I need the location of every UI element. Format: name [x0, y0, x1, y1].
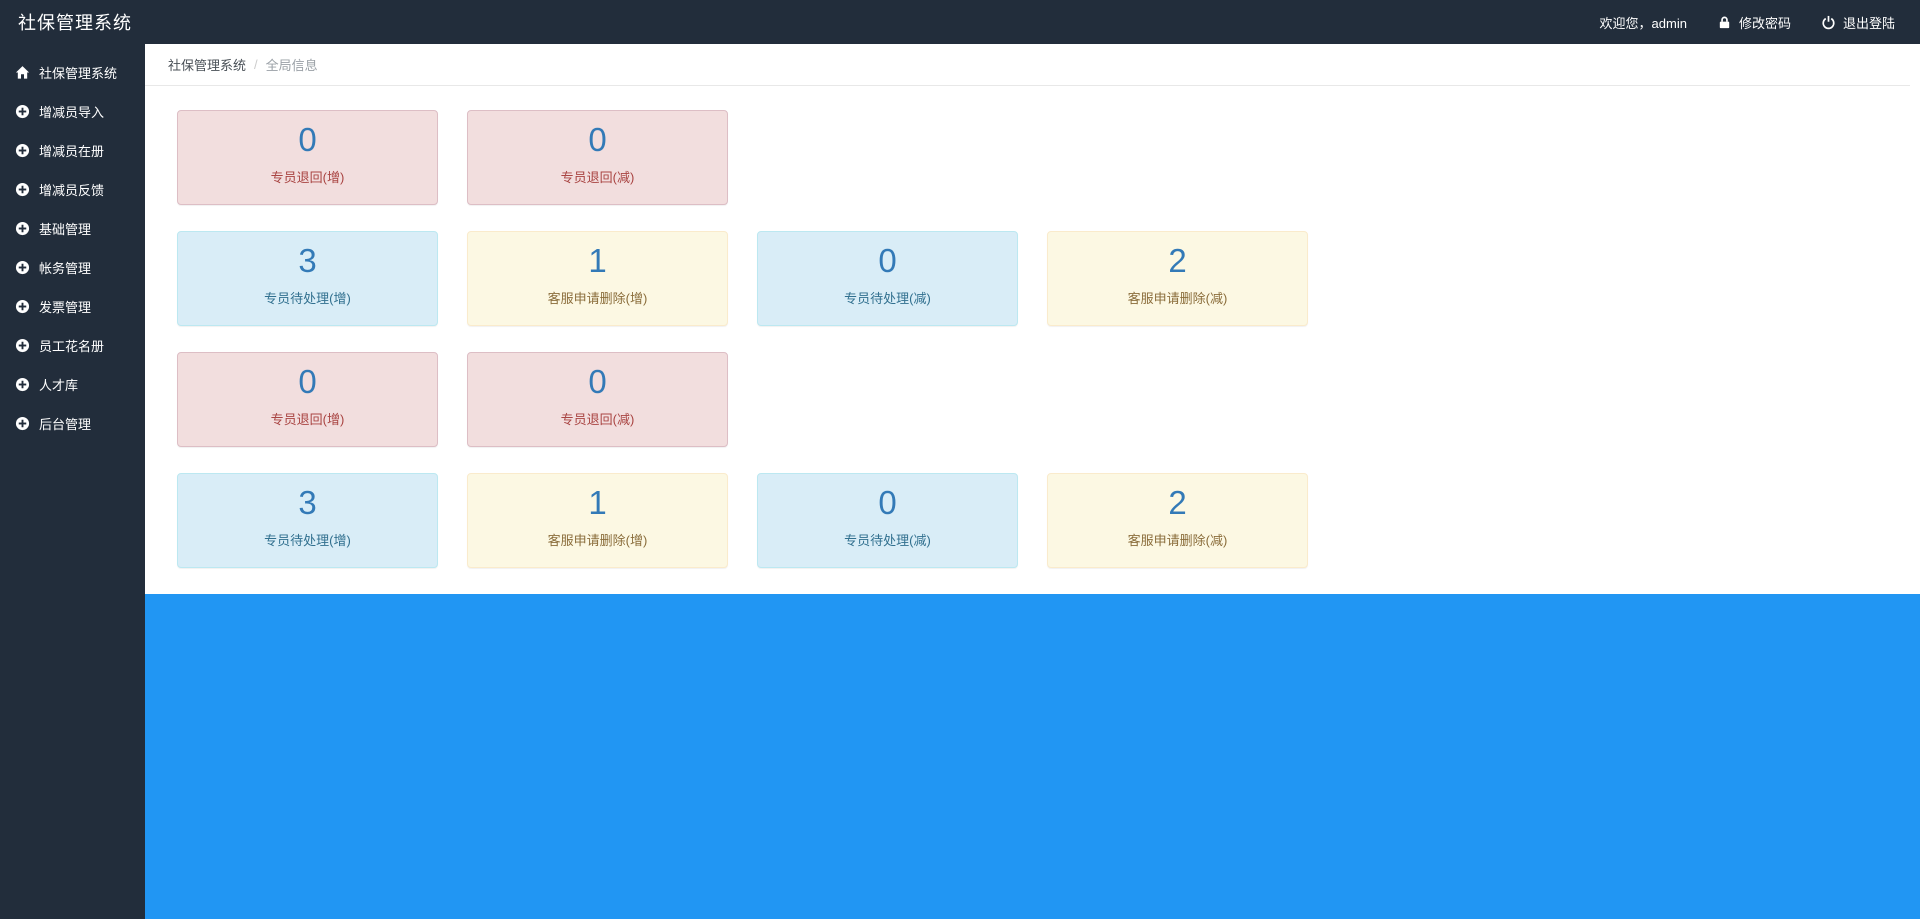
- breadcrumb: 社保管理系统 / 全局信息: [145, 44, 1910, 86]
- sidebar-item-label: 社保管理系统: [39, 66, 118, 81]
- stat-card-returned-add[interactable]: 0 专员退回(增): [177, 110, 438, 205]
- sidebar-item-label: 发票管理: [39, 300, 92, 315]
- stat-label: 专员待处理(减): [844, 290, 931, 306]
- sidebar-item-invoice[interactable]: 发票管理: [0, 287, 145, 326]
- stat-value: 2: [1168, 484, 1187, 521]
- plus-circle-icon: [15, 260, 30, 275]
- stat-label: 客服申请删除(减): [1127, 290, 1228, 306]
- lock-icon: [1717, 15, 1732, 30]
- sidebar-item-home[interactable]: 社保管理系统: [0, 53, 145, 92]
- stat-card-returned-remove[interactable]: 0 专员退回(减): [467, 110, 728, 205]
- sidebar-item-label: 增减员导入: [39, 105, 105, 120]
- stat-card-pending-remove[interactable]: 0 专员待处理(减): [757, 231, 1018, 326]
- plus-circle-icon: [15, 416, 30, 431]
- plus-circle-icon: [15, 338, 30, 353]
- stat-value: 0: [298, 363, 317, 400]
- stat-value: 1: [588, 242, 607, 279]
- navbar-right: 欢迎您，admin 修改密码 退出登陆: [1600, 13, 1920, 32]
- stat-card-returned-add[interactable]: 0 专员退回(增): [177, 352, 438, 447]
- plus-circle-icon: [15, 299, 30, 314]
- sidebar-item-label: 基础管理: [39, 222, 92, 237]
- stats-row: 3 专员待处理(增) 1 客服申请删除(增) 0 专员待处理(减) 2 客服申请…: [177, 473, 1920, 568]
- stat-card-delete-request-add[interactable]: 1 客服申请删除(增): [467, 231, 728, 326]
- stat-card-delete-request-remove[interactable]: 2 客服申请删除(减): [1047, 231, 1308, 326]
- top-navbar: 社保管理系统 欢迎您，admin 修改密码 退出登陆: [0, 0, 1920, 44]
- stat-value: 0: [298, 121, 317, 158]
- stat-value: 2: [1168, 242, 1187, 279]
- sidebar-item-label: 后台管理: [39, 417, 92, 432]
- stats-row: 0 专员退回(增) 0 专员退回(减): [177, 352, 1920, 447]
- sidebar-item-label: 人才库: [39, 378, 79, 393]
- power-icon: [1821, 15, 1836, 30]
- sidebar-item-basic-mgmt[interactable]: 基础管理: [0, 209, 145, 248]
- logout-button[interactable]: 退出登陆: [1821, 13, 1895, 32]
- stat-card-pending-add[interactable]: 3 专员待处理(增): [177, 231, 438, 326]
- home-icon: [15, 65, 30, 80]
- stat-value: 0: [878, 242, 897, 279]
- breadcrumb-separator: /: [254, 57, 258, 72]
- sidebar-item-label: 增减员反馈: [39, 183, 105, 198]
- change-password-label: 修改密码: [1738, 15, 1791, 31]
- sidebar: 社保管理系统 增减员导入 增减员在册 增减员反馈 基础管理: [0, 44, 145, 919]
- plus-circle-icon: [15, 104, 30, 119]
- stat-card-pending-add[interactable]: 3 专员待处理(增): [177, 473, 438, 568]
- stat-label: 客服申请删除(减): [1127, 532, 1228, 548]
- sidebar-item-label: 帐务管理: [39, 261, 92, 276]
- stats-row: 3 专员待处理(增) 1 客服申请删除(增) 0 专员待处理(减) 2 客服申请…: [177, 231, 1920, 326]
- welcome-text: 欢迎您，admin: [1599, 15, 1687, 31]
- sidebar-item-employee-list[interactable]: 员工花名册: [0, 326, 145, 365]
- stat-label: 专员待处理(减): [844, 532, 931, 548]
- stat-value: 3: [298, 484, 317, 521]
- blue-content-panel: [145, 594, 1920, 919]
- stat-label: 专员退回(增): [270, 411, 345, 427]
- sidebar-item-talent-pool[interactable]: 人才库: [0, 365, 145, 404]
- logout-label: 退出登陆: [1842, 15, 1895, 31]
- stat-value: 0: [588, 363, 607, 400]
- breadcrumb-root-link[interactable]: 社保管理系统: [168, 58, 247, 73]
- stat-card-delete-request-remove[interactable]: 2 客服申请删除(减): [1047, 473, 1308, 568]
- main-content: 社保管理系统 / 全局信息 0 专员退回(增) 0 专员退回(减) 3 专员待处…: [145, 44, 1920, 919]
- stat-card-pending-remove[interactable]: 0 专员待处理(减): [757, 473, 1018, 568]
- stat-label: 专员退回(减): [560, 411, 635, 427]
- stat-value: 3: [298, 242, 317, 279]
- sidebar-item-label: 增减员在册: [39, 144, 105, 159]
- sidebar-item-label: 员工花名册: [39, 339, 105, 354]
- sidebar-item-roster[interactable]: 增减员在册: [0, 131, 145, 170]
- stat-card-delete-request-add[interactable]: 1 客服申请删除(增): [467, 473, 728, 568]
- stats-cards-area: 0 专员退回(增) 0 专员退回(减) 3 专员待处理(增) 1 客服申请删除(…: [145, 86, 1920, 594]
- stat-value: 0: [588, 121, 607, 158]
- sidebar-item-feedback[interactable]: 增减员反馈: [0, 170, 145, 209]
- stat-card-returned-remove[interactable]: 0 专员退回(减): [467, 352, 728, 447]
- plus-circle-icon: [15, 143, 30, 158]
- stat-label: 专员待处理(增): [264, 532, 351, 548]
- stat-label: 专员退回(增): [270, 169, 345, 185]
- stat-label: 客服申请删除(增): [547, 532, 648, 548]
- stat-value: 0: [878, 484, 897, 521]
- plus-circle-icon: [15, 221, 30, 236]
- sidebar-item-accounting[interactable]: 帐务管理: [0, 248, 145, 287]
- stat-label: 专员退回(减): [560, 169, 635, 185]
- breadcrumb-current: 全局信息: [265, 58, 318, 73]
- stats-row: 0 专员退回(增) 0 专员退回(减): [177, 110, 1920, 205]
- stat-label: 专员待处理(增): [264, 290, 351, 306]
- stat-label: 客服申请删除(增): [547, 290, 648, 306]
- stat-value: 1: [588, 484, 607, 521]
- change-password-button[interactable]: 修改密码: [1717, 13, 1791, 32]
- plus-circle-icon: [15, 377, 30, 392]
- plus-circle-icon: [15, 182, 30, 197]
- app-title[interactable]: 社保管理系统: [18, 13, 132, 33]
- sidebar-item-import[interactable]: 增减员导入: [0, 92, 145, 131]
- sidebar-item-backend-mgmt[interactable]: 后台管理: [0, 404, 145, 443]
